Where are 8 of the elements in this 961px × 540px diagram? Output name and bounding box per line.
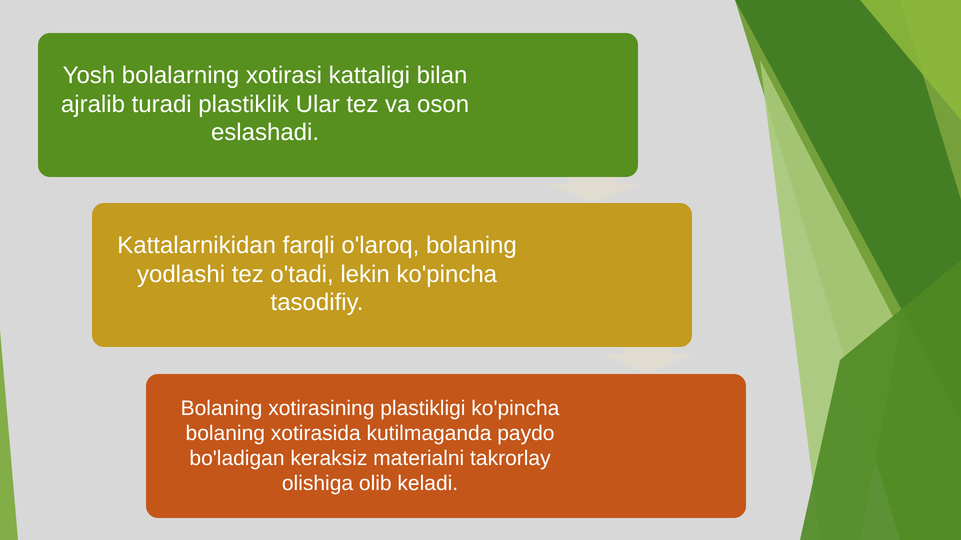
process-box [146,374,746,518]
step-text: Kattalarnikidan farqli o'laroq, bolaning yodlashi tez o'tadi, lekin ko'pincha tasodifiy. [116,232,518,318]
process-box [38,33,638,177]
process-box [92,203,692,347]
step-text: Yosh bolalarning xotirasi kattaligi bilan ajralib turadi plastiklik Ular tez va oson eslashadi. [60,62,470,148]
down-arrow [600,347,694,374]
step-text: Bolaning xotirasining plastikligi ko'pincha bolaning xotirasida kutilmaganda paydo bo'ladigan keraksiz materialni takrorlay olishiga olib keladi. [180,396,560,496]
down-arrow [546,177,640,203]
